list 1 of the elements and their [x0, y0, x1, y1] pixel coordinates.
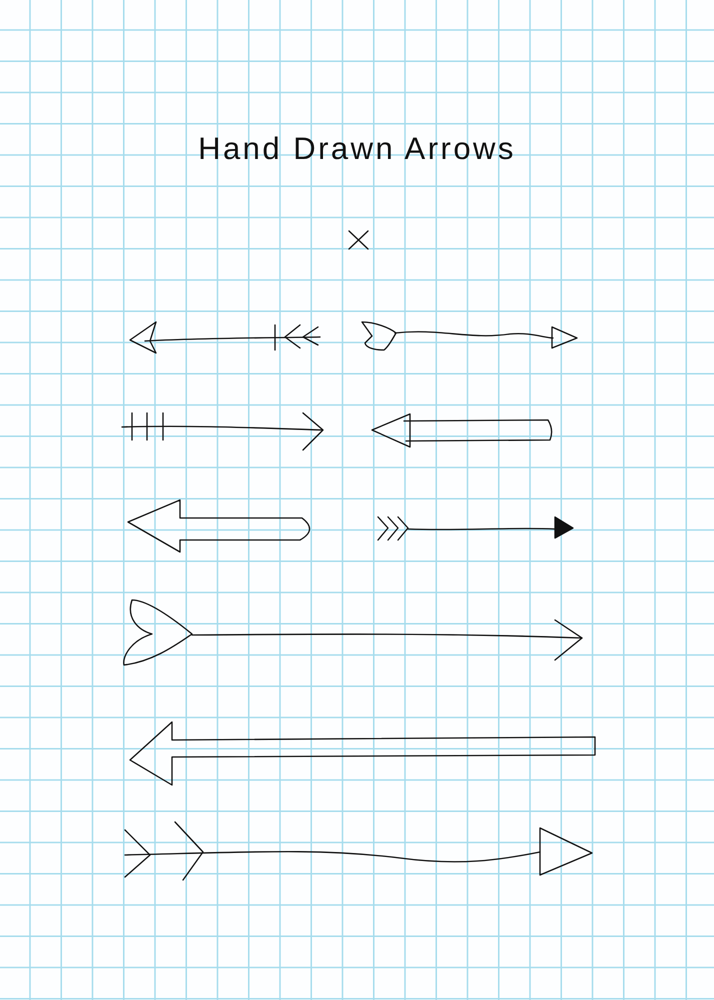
- title: Hand Drawn Arrows: [198, 130, 516, 168]
